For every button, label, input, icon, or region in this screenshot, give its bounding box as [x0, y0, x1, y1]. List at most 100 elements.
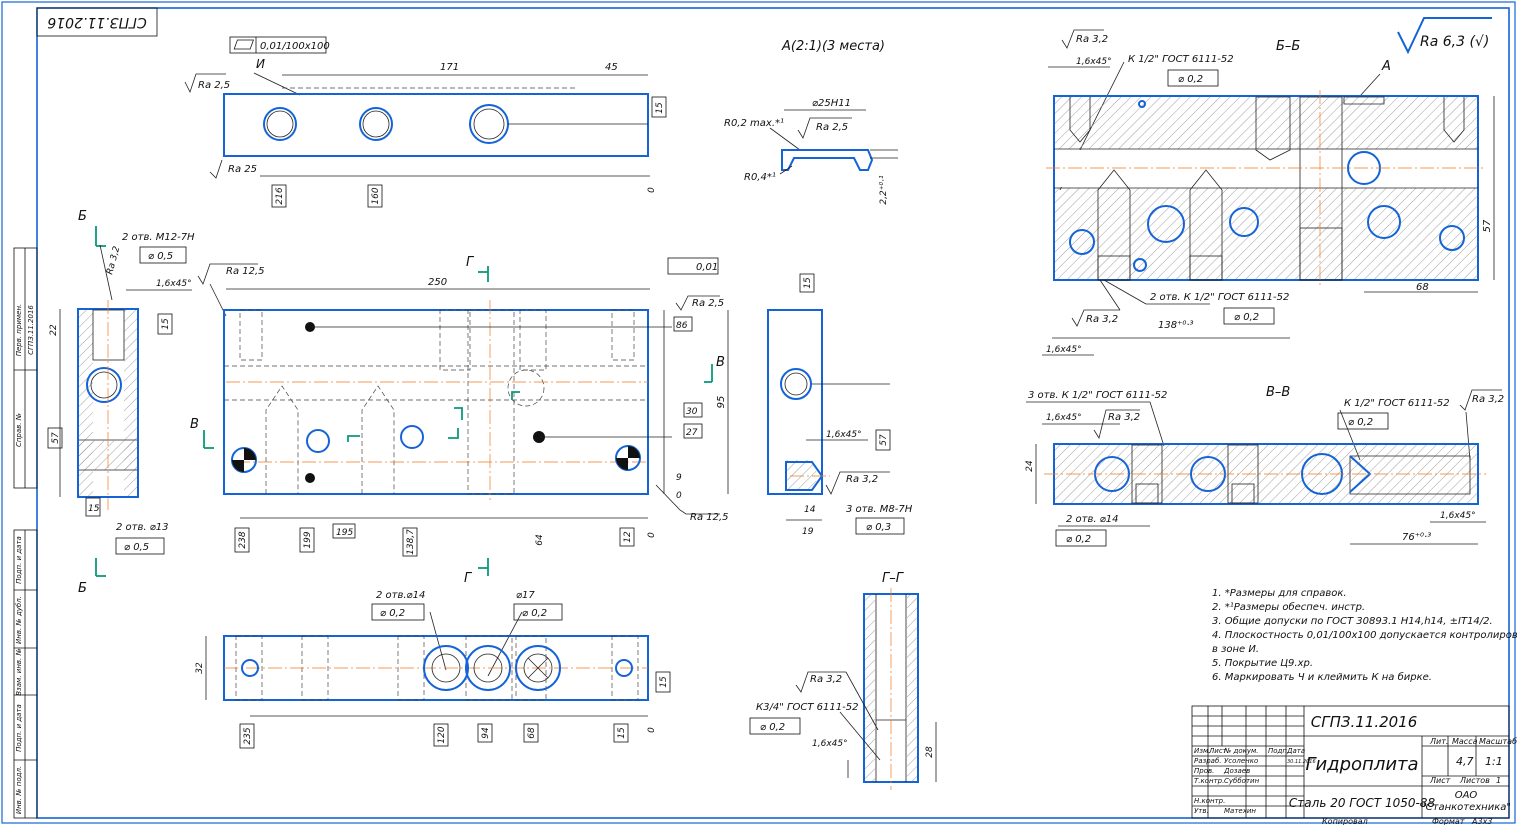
svg-text:Гидроплита: Гидроплита [1305, 754, 1418, 775]
svg-text:Дата: Дата [1286, 747, 1305, 755]
svg-text:12: 12 [623, 531, 633, 543]
svg-text:250: 250 [428, 277, 447, 288]
svg-text:171: 171 [440, 62, 459, 73]
svg-text:Подп. и дата: Подп. и дата [15, 536, 23, 584]
svg-text:Лист: Лист [1429, 776, 1451, 785]
svg-text:6. Маркировать Ч и клеймить К: 6. Маркировать Ч и клеймить К на бирке. [1212, 671, 1432, 683]
svg-text:Листов: Листов [1459, 776, 1490, 785]
svg-text:Ra 12,5: Ra 12,5 [226, 266, 265, 277]
svg-text:1,6x45°: 1,6x45° [1076, 57, 1112, 67]
svg-text:Ra 2,5: Ra 2,5 [198, 80, 230, 91]
svg-text:0: 0 [647, 532, 657, 538]
svg-text:⌀ 0,2: ⌀ 0,2 [1178, 74, 1203, 85]
svg-text:30: 30 [686, 407, 698, 417]
svg-text:В: В [190, 417, 199, 432]
section-vv-view: В–В 3 отв. К 1/2" ГОСТ 6111-52 1,6x45° R… [1025, 385, 1504, 547]
rotated-stamp: СГПЗ.11.2016 [36, 7, 158, 37]
svg-text:Ra 2,5: Ra 2,5 [692, 298, 724, 309]
svg-text:0: 0 [647, 187, 657, 193]
svg-text:СГПЗ.11.2016: СГПЗ.11.2016 [47, 14, 147, 30]
svg-text:Г–Г: Г–Г [882, 571, 905, 586]
svg-text:Ra 3,2: Ra 3,2 [1086, 314, 1118, 325]
svg-text:30.11.2016: 30.11.2016 [1287, 759, 1316, 765]
detail-a-view: А(2:1)(3 места) ⌀25H11 R0,2 max.*¹ Ra 2,… [724, 39, 898, 205]
svg-text:3. Общие допуски по ГОСТ 30893: 3. Общие допуски по ГОСТ 30893.1 Н14,h14… [1212, 615, 1493, 627]
svg-text:Ra 3,2: Ra 3,2 [1076, 34, 1108, 45]
svg-text:94: 94 [481, 727, 491, 739]
svg-text:Б: Б [78, 581, 87, 596]
svg-text:15: 15 [161, 318, 171, 330]
svg-text:24: 24 [1025, 460, 1035, 472]
svg-text:А3x3: А3x3 [1471, 817, 1492, 825]
svg-text:Ra 12,5: Ra 12,5 [690, 512, 729, 523]
svg-text:⌀ 0,2: ⌀ 0,2 [760, 722, 785, 733]
svg-text:К 1/2" ГОСТ 6111-52: К 1/2" ГОСТ 6111-52 [1128, 54, 1234, 65]
front-view: Ra 12,5 Г 250 0,01 Ra 2,5 [190, 255, 729, 557]
svg-text:160: 160 [371, 187, 381, 204]
svg-text:32: 32 [195, 662, 205, 674]
svg-text:Б: Б [78, 209, 87, 224]
svg-text:195: 195 [336, 528, 353, 538]
side-view: 15 1,6x45° 57 Ra 3,2 14 19 3 отв. М8-7Н … [767, 273, 913, 537]
svg-text:68: 68 [527, 727, 537, 739]
svg-text:3 отв. К 1/2" ГОСТ 6111-52: 3 отв. К 1/2" ГОСТ 6111-52 [1028, 390, 1167, 401]
svg-text:⌀ 0,2: ⌀ 0,2 [1234, 312, 1259, 323]
svg-text:В: В [716, 355, 725, 370]
svg-text:14: 14 [804, 505, 816, 515]
svg-text:Ra 2,5: Ra 2,5 [816, 122, 848, 133]
svg-text:Справ. №: Справ. № [15, 413, 23, 447]
svg-text:А(2:1)(3 места): А(2:1)(3 места) [781, 39, 885, 54]
svg-text:⌀ 0,2: ⌀ 0,2 [1066, 534, 1091, 545]
svg-text:К 1/2" ГОСТ 6111-52: К 1/2" ГОСТ 6111-52 [1344, 398, 1450, 409]
svg-text:Взам. инв. №: Взам. инв. № [15, 648, 23, 696]
svg-text:199: 199 [303, 531, 313, 548]
svg-text:64: 64 [535, 534, 545, 546]
svg-text:4. Плоскостность 0,01/100x100: 4. Плоскостность 0,01/100x100 допускаетс… [1212, 630, 1517, 641]
svg-text:2,2⁺⁰·¹: 2,2⁺⁰·¹ [879, 175, 889, 205]
svg-text:СГПЗ.11.2016: СГПЗ.11.2016 [27, 305, 35, 355]
svg-text:"Станкотехника": "Станкотехника" [1421, 802, 1511, 813]
svg-text:9: 9 [676, 473, 682, 483]
bottom-view: Г 2 отв.⌀14 ⌀ 0,2 ⌀17 ⌀ 0,2 32 15 235 12… [195, 558, 671, 749]
svg-text:22: 22 [49, 324, 59, 336]
section-bb-view: Б–Б Ra 6,3 (√) Ra 3,2 1,6x45° К 1/2" ГОС… [1042, 17, 1495, 356]
svg-text:Ra 3,2: Ra 3,2 [810, 674, 842, 685]
svg-text:К3/4" ГОСТ 6111-52: К3/4" ГОСТ 6111-52 [756, 702, 858, 713]
svg-text:Матехин: Матехин [1224, 807, 1256, 815]
svg-text:Г: Г [464, 571, 473, 586]
svg-text:И: И [256, 57, 265, 71]
section-gg-view: Г–Г Ra 3,2 К3/4" ГОСТ 6111-52 ⌀ 0,2 1,6x… [749, 571, 937, 790]
svg-text:Пров.: Пров. [1194, 767, 1214, 775]
svg-text:Подп.: Подп. [1268, 747, 1289, 755]
svg-text:⌀17: ⌀17 [516, 590, 535, 601]
svg-text:1: 1 [1496, 776, 1501, 785]
svg-text:Ra 3,2: Ra 3,2 [1472, 394, 1504, 405]
svg-text:Утв.: Утв. [1194, 807, 1209, 815]
svg-text:Формат: Формат [1432, 817, 1465, 825]
svg-text:Копировал: Копировал [1322, 817, 1368, 825]
svg-text:235: 235 [243, 727, 253, 744]
svg-text:ОАО: ОАО [1455, 790, 1478, 801]
svg-text:Ra 3,2: Ra 3,2 [1108, 412, 1140, 423]
svg-text:0,01/100x100: 0,01/100x100 [260, 41, 330, 52]
svg-text:Изм.: Изм. [1194, 747, 1210, 755]
svg-text:2 отв. ⌀14: 2 отв. ⌀14 [1066, 514, 1118, 525]
svg-text:1,6x45°: 1,6x45° [812, 739, 848, 749]
svg-text:86: 86 [676, 321, 688, 331]
top-view: 0,01/100x100 И 171 45 Ra 2,5 15 Ra 25 21… [184, 36, 667, 208]
svg-text:Лист: Лист [1208, 747, 1228, 755]
svg-text:Ra 25: Ra 25 [228, 164, 257, 175]
svg-text:4,7: 4,7 [1456, 755, 1474, 768]
svg-text:1,6x45°: 1,6x45° [1046, 345, 1082, 355]
svg-text:2 отв.⌀14: 2 отв.⌀14 [376, 590, 425, 601]
svg-text:28: 28 [925, 746, 935, 758]
svg-text:15: 15 [803, 277, 813, 289]
svg-text:Усоленко: Усоленко [1224, 757, 1258, 765]
svg-text:1,6x45°: 1,6x45° [1440, 511, 1476, 521]
svg-text:76⁺⁰·³: 76⁺⁰·³ [1402, 532, 1431, 543]
svg-text:СГПЗ.11.2016: СГПЗ.11.2016 [1311, 713, 1418, 731]
svg-text:⌀ 0,5: ⌀ 0,5 [148, 251, 173, 262]
svg-text:Разраб.: Разраб. [1194, 757, 1222, 765]
svg-text:1,6x45°: 1,6x45° [826, 430, 862, 440]
svg-text:138⁺⁰·³: 138⁺⁰·³ [1158, 320, 1194, 331]
